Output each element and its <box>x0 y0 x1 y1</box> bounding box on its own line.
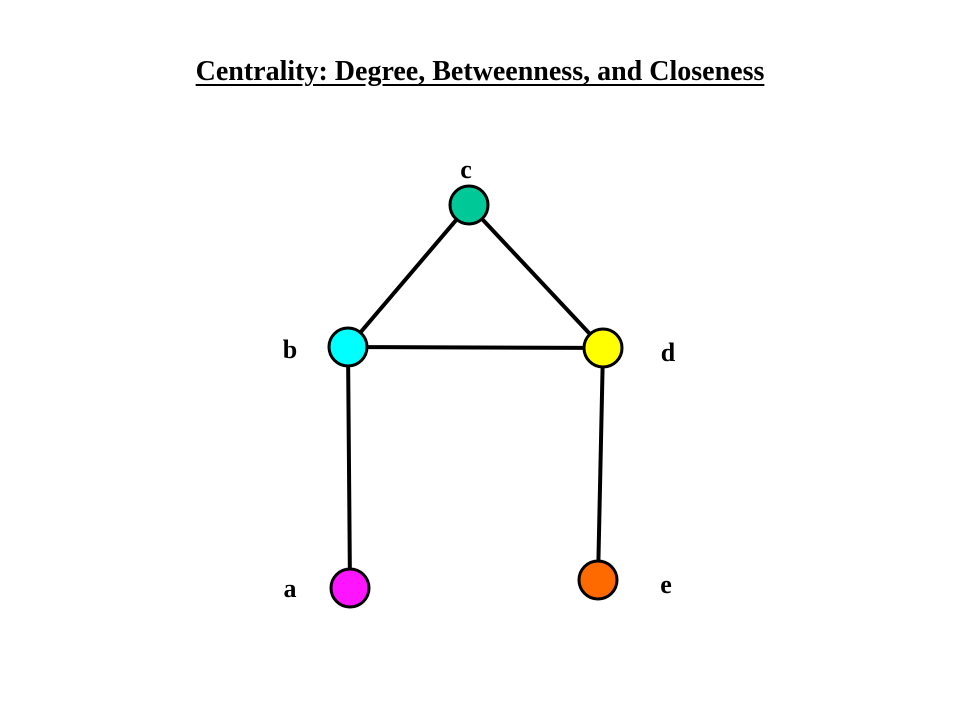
node-b <box>327 326 369 368</box>
edge-c-d <box>481 218 591 335</box>
edge-b-d <box>366 345 585 350</box>
nodes-layer <box>327 184 624 609</box>
node-d <box>582 327 624 369</box>
edge-c-b <box>359 218 458 334</box>
edge-d-e <box>596 366 605 562</box>
edges-layer <box>346 218 605 570</box>
node-a <box>329 567 371 609</box>
node-label-b: b <box>283 335 297 364</box>
labels-layer: a b c d e <box>283 155 676 603</box>
slide-title: Centrality: Degree, Betweenness, and Clo… <box>195 56 765 87</box>
node-label-c: c <box>460 155 472 184</box>
node-c <box>448 184 490 226</box>
node-e <box>577 559 619 601</box>
node-label-d: d <box>661 338 676 367</box>
node-label-e: e <box>660 570 672 599</box>
edge-b-a <box>346 365 352 570</box>
node-label-a: a <box>284 574 297 603</box>
